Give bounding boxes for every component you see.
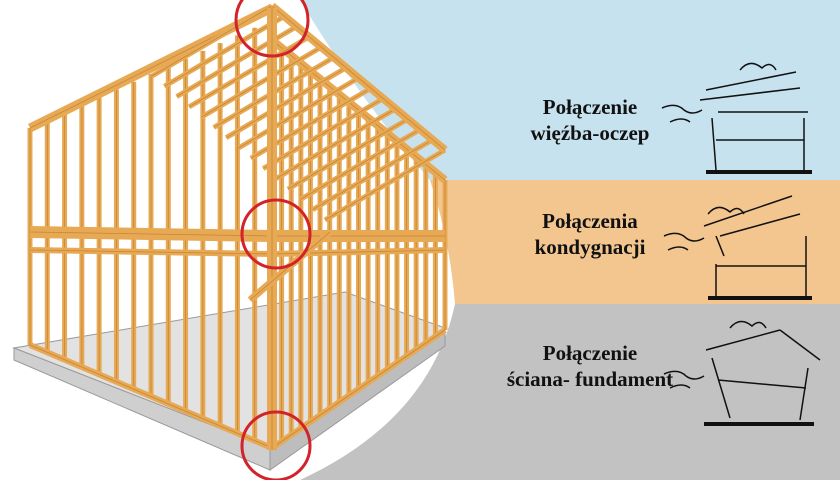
highlight-circle-roof xyxy=(234,0,310,58)
roof-rafter-12-edge xyxy=(300,129,421,200)
roof-rafter-14-edge xyxy=(324,149,446,221)
label-floor-line2: kondygnacji xyxy=(534,235,646,259)
roof-rafter-1-edge xyxy=(164,15,285,87)
highlight-circle-foundation xyxy=(240,410,312,480)
band-foundation-connection xyxy=(300,304,840,480)
label-floor-line1: Połączenia xyxy=(542,209,638,233)
bottom-plate-left-edge xyxy=(29,344,273,449)
floor-rim-left-edge xyxy=(29,231,273,237)
band-floor-connection xyxy=(430,180,840,304)
floor-plate-left-edge xyxy=(29,249,273,255)
band-roof-connection xyxy=(300,0,840,180)
label-foundation-connection: Połączenie ściana- fundament xyxy=(470,340,710,392)
highlight-circle-floor xyxy=(240,198,312,270)
bottom-plate-right-edge xyxy=(271,329,446,449)
label-roof-line2: więźba-oczep xyxy=(530,121,650,145)
floor-connection-sketch xyxy=(663,195,812,300)
side-top-plate-edge xyxy=(271,39,446,181)
label-foundation-line1: Połączenie xyxy=(542,341,638,365)
roof-rafter-11-edge xyxy=(287,118,409,190)
roof-rafter-4-edge xyxy=(201,46,322,118)
label-roof-line1: Połączenie xyxy=(542,95,638,119)
roof-rafter-13-edge xyxy=(312,139,433,211)
roof-rafter-9-edge xyxy=(263,98,384,169)
foundation-connection-sketch xyxy=(663,320,821,426)
label-floor-connection: Połączenia kondygnacji xyxy=(470,208,710,260)
label-foundation-line2: ściana- fundament xyxy=(506,367,674,391)
roof-connection-sketch xyxy=(661,62,812,174)
ridge-beam-edge xyxy=(271,5,446,151)
house-frame xyxy=(27,2,448,451)
roof-rafter-3-edge xyxy=(188,36,310,108)
roof-rafter-7-edge xyxy=(238,77,359,149)
roof-rafter-0-edge xyxy=(151,5,273,77)
roof-rafter-6-edge xyxy=(225,67,347,139)
roof-rafter-10-edge xyxy=(275,108,396,180)
label-roof-connection: Połączenie więźba-oczep xyxy=(470,94,710,146)
